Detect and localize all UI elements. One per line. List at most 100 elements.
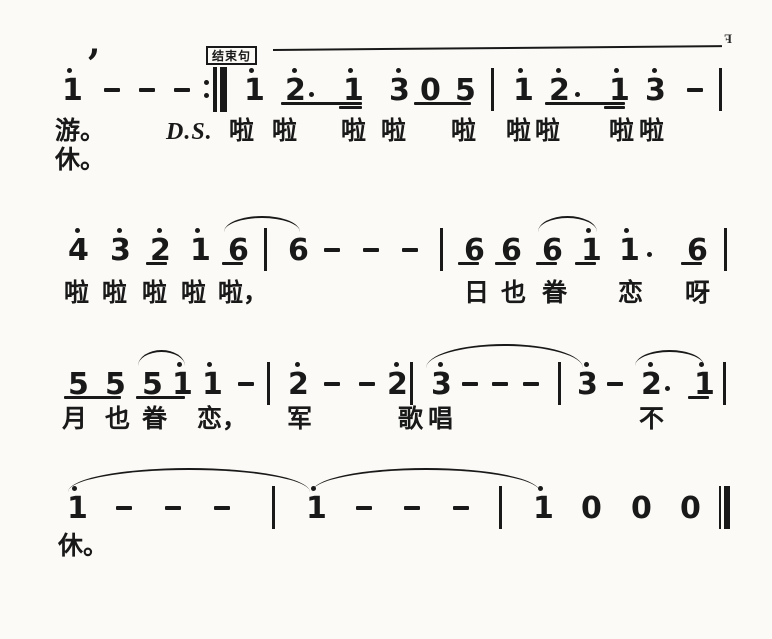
repeat-dot <box>204 80 209 85</box>
note-2: 2 <box>549 73 570 108</box>
octave-dot <box>292 68 297 73</box>
octave-dot <box>295 362 300 367</box>
slur-tie <box>426 344 583 368</box>
lyric: 啦 <box>381 116 407 145</box>
slur-tie <box>224 216 300 232</box>
note-5: 5 <box>455 73 476 108</box>
lyric: 游。 <box>55 116 106 145</box>
lyric: D.S. <box>166 119 213 145</box>
duration-dash <box>139 88 155 92</box>
octave-dot <box>249 68 254 73</box>
octave-dot <box>614 68 619 73</box>
duration-dash <box>174 88 190 92</box>
octave-dot <box>518 68 523 73</box>
augmentation-dot <box>575 92 580 97</box>
lyric: 也 <box>105 404 131 433</box>
octave-dot <box>584 362 589 367</box>
duration-dash <box>324 382 340 386</box>
barline <box>558 362 561 405</box>
lyric: 啦 <box>229 116 255 145</box>
note-1: 1 <box>619 233 640 268</box>
note-0: 0 <box>420 73 441 108</box>
final-bar-thin <box>719 486 721 529</box>
beam-underline <box>222 262 243 265</box>
barline <box>264 228 267 271</box>
octave-dot <box>117 228 122 233</box>
note-2: 2 <box>288 367 309 402</box>
octave-dot <box>67 68 72 73</box>
note-1: 1 <box>343 73 364 108</box>
beam-underline <box>458 262 479 265</box>
note-1: 1 <box>62 73 83 108</box>
barline <box>719 68 722 111</box>
beam-underline <box>281 102 362 105</box>
beam-underline <box>604 106 625 109</box>
lyric: 啦 <box>181 278 207 307</box>
note-1: 1 <box>202 367 223 402</box>
duration-dash <box>523 382 539 386</box>
octave-dot <box>348 68 353 73</box>
lyric: 眷 <box>142 404 168 433</box>
repeat-bar-thick <box>220 67 227 112</box>
note-1: 1 <box>67 491 88 526</box>
corner-mark: F <box>724 31 732 46</box>
barline <box>440 228 443 271</box>
note-3: 3 <box>577 367 598 402</box>
duration-dash <box>402 248 418 252</box>
duration-dash <box>492 382 508 386</box>
slur-tie <box>635 350 704 366</box>
note-6: 6 <box>501 233 522 268</box>
duration-dash <box>356 506 372 510</box>
lyric: 啦 <box>535 116 561 145</box>
note-4: 4 <box>68 233 89 268</box>
lyric: 恋 <box>618 278 644 307</box>
repeat-bar-thin <box>213 67 217 112</box>
octave-dot <box>207 362 212 367</box>
note-0: 0 <box>680 491 701 526</box>
lyric: 休。 <box>58 531 109 560</box>
duration-dash <box>607 382 623 386</box>
beam-underline <box>495 262 516 265</box>
duration-dash <box>404 506 420 510</box>
note-0: 0 <box>631 491 652 526</box>
note-1: 1 <box>244 73 265 108</box>
duration-dash <box>116 506 132 510</box>
lyric: 日 <box>464 278 490 307</box>
beam-underline <box>681 262 702 265</box>
note-6: 6 <box>288 233 309 268</box>
duration-dash <box>687 88 703 92</box>
note-3: 3 <box>645 73 666 108</box>
slur-tie <box>138 350 185 366</box>
beam-underline <box>339 106 362 109</box>
slur-tie <box>538 216 597 232</box>
octave-dot <box>538 486 543 491</box>
note-1: 1 <box>581 233 602 268</box>
note-1: 1 <box>190 233 211 268</box>
note-2: 2 <box>285 73 306 108</box>
lyric: 眷 <box>542 278 568 307</box>
beam-underline <box>536 262 557 265</box>
barline <box>723 362 726 405</box>
note-2: 2 <box>641 367 662 402</box>
beam-underline <box>64 396 121 399</box>
note-1: 1 <box>609 73 630 108</box>
lyric: 啦， <box>218 278 269 307</box>
lyric: 不 <box>639 404 665 433</box>
duration-dash <box>324 248 340 252</box>
note-5: 5 <box>142 367 163 402</box>
barline <box>724 228 727 271</box>
lyric: 歌 <box>398 404 424 433</box>
slur-tie <box>68 468 310 492</box>
lyric: 啦 <box>341 116 367 145</box>
lyric: 恋， <box>197 404 248 433</box>
octave-dot <box>652 68 657 73</box>
beam-underline <box>136 396 185 399</box>
lyric: 啦 <box>272 116 298 145</box>
lyric: 啦 <box>639 116 665 145</box>
beam-underline <box>414 102 471 105</box>
beam-underline <box>688 396 709 399</box>
final-bar-thick <box>724 486 730 529</box>
barline <box>499 486 502 529</box>
note-2: 2 <box>387 367 408 402</box>
